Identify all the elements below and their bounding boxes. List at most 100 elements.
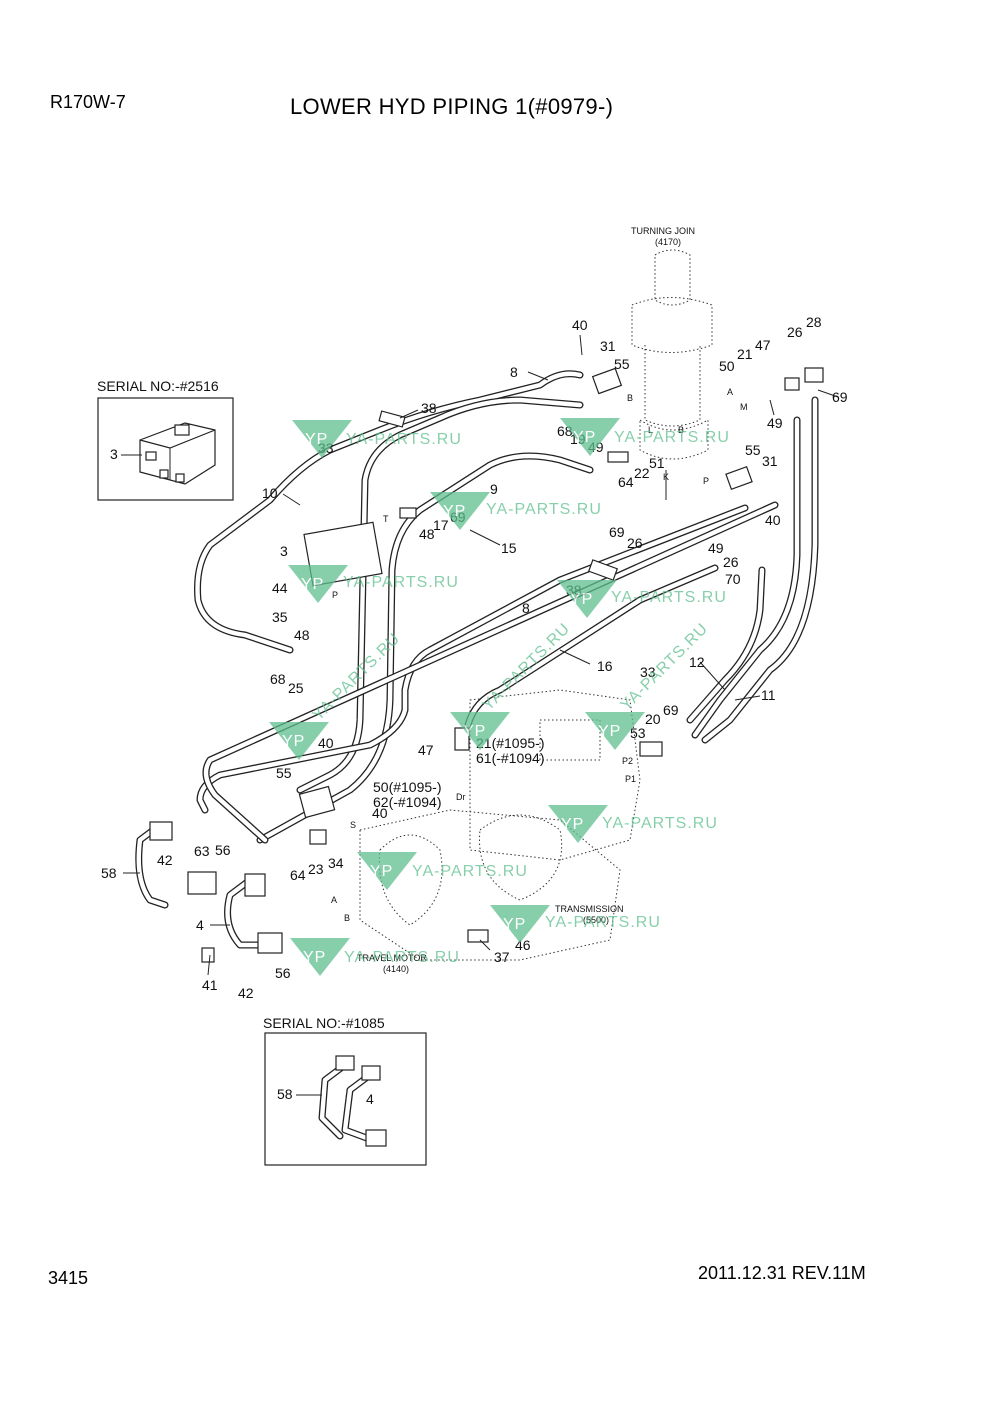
callout-label: 44: [272, 580, 288, 596]
svg-text:YP: YP: [570, 591, 593, 608]
callout-label: 50: [719, 358, 735, 374]
port-letter-p2: P2: [622, 756, 633, 766]
callout-label: 69: [832, 389, 848, 405]
svg-text:YP: YP: [598, 723, 621, 740]
callout-label: 56: [215, 842, 231, 858]
watermark-text: YA-PARTS.RU: [602, 815, 718, 832]
callout-label: 26: [723, 554, 739, 570]
svg-text:YP: YP: [305, 431, 328, 448]
callout-label: 53: [630, 725, 646, 741]
callout-label: 55: [614, 356, 630, 372]
callout-label: 23: [308, 861, 324, 877]
callout-label: 64: [618, 474, 634, 490]
callout-label: 40: [372, 805, 388, 821]
turning-joint-outline: TURNING JOIN (4170): [631, 226, 713, 460]
callout-label: 40: [572, 317, 588, 333]
port-letter-b: B: [627, 393, 633, 403]
callout-label: 69: [663, 702, 679, 718]
port-letter-t: T: [383, 514, 389, 524]
callout-label: 42: [157, 852, 173, 868]
svg-text:YP: YP: [301, 576, 324, 593]
svg-text:YP: YP: [503, 916, 526, 933]
callout-label: 8: [510, 364, 518, 380]
callout-label: 58: [101, 865, 117, 881]
callout-label: 12: [689, 654, 705, 670]
callout-label: 49: [708, 540, 724, 556]
watermark-logo-icon: YP: [560, 418, 620, 456]
transmission-travel-motor-outline: TRANSMISSION (5500) TRAVEL MOTOR (4140): [357, 689, 641, 974]
watermark-logo-icon: YP: [269, 722, 329, 760]
callout-label: 63: [194, 843, 210, 859]
callout-label: 47: [418, 742, 434, 758]
callout-label: 20: [645, 711, 661, 727]
serial-inset-bottom: SERIAL NO:-#1085 58 4: [263, 1015, 427, 1166]
travel-motor-code: (4140): [383, 964, 409, 974]
callout-label: 26: [627, 535, 643, 551]
watermark-text: YA-PARTS.RU: [614, 429, 730, 446]
callout-label: 69: [609, 524, 625, 540]
valve-block-icon: [139, 422, 216, 485]
callout-label: 15: [501, 540, 517, 556]
page-number: 3415: [48, 1268, 89, 1288]
callout-inset-top-3: 3: [110, 446, 118, 462]
callout-label: 42: [238, 985, 254, 1001]
serial-inset-top-label: SERIAL NO:-#2516: [97, 378, 219, 394]
pipe-lines: [135, 370, 819, 949]
watermark-logo-icon: YP: [557, 580, 617, 618]
callout-label: 48: [294, 627, 310, 643]
watermark-text: YA-PARTS.RU: [412, 863, 528, 880]
port-letter-a: A: [727, 387, 733, 397]
callout-label: 16: [597, 658, 613, 674]
port-letter-p1: P1: [625, 774, 636, 784]
watermark-logo-icon: YP: [290, 938, 350, 976]
callout-label: 17: [433, 517, 449, 533]
callout-label: 35: [272, 609, 288, 625]
callout-label: 21(#1095-): [476, 735, 545, 751]
port-letter-dr: Dr: [456, 792, 466, 802]
callout-label: 21: [737, 346, 753, 362]
callout-label: 48: [419, 526, 435, 542]
callout-label: 11: [761, 687, 776, 703]
watermark-text: YA-PARTS.RU: [486, 501, 602, 518]
callout-label: 33: [640, 664, 656, 680]
callout-label: 64: [290, 867, 306, 883]
callout-label: 55: [276, 765, 292, 781]
svg-text:YP: YP: [443, 503, 466, 520]
port-letter-k: K: [663, 472, 669, 482]
callout-label: 10: [262, 485, 278, 501]
transmission-name: TRANSMISSION: [555, 904, 624, 914]
watermark-text: YA-PARTS.RU: [344, 949, 460, 966]
port-letter-s: S: [350, 820, 356, 830]
svg-text:YP: YP: [573, 429, 596, 446]
serial-inset-bottom-label: SERIAL NO:-#1085: [263, 1015, 385, 1031]
watermark-logo-icon: YP: [450, 712, 510, 750]
watermark-logo-icon: YP: [288, 565, 348, 603]
port-letter-m: M: [740, 402, 748, 412]
callout-label: 40: [765, 512, 781, 528]
watermark-logo-icon: YP: [585, 712, 645, 750]
leader-lines: [123, 334, 839, 976]
callout-label: 56: [275, 965, 291, 981]
svg-text:YP: YP: [561, 816, 584, 833]
pipe-elbow-pair-icon: [318, 1055, 387, 1147]
watermarks: YP YA-PARTS.RU YP YA-PARTS.RU YP YA-PART…: [269, 418, 730, 976]
watermark-text: YA-PARTS.RU: [545, 914, 661, 931]
callout-label: 34: [328, 855, 344, 871]
svg-text:YP: YP: [303, 949, 326, 966]
callout-label: 51: [649, 455, 665, 471]
page-title: LOWER HYD PIPING 1(#0979-): [290, 94, 614, 119]
callout-label: 9: [490, 481, 498, 497]
watermark-text: YA-PARTS.RU: [343, 574, 459, 591]
callout-label: 41: [202, 977, 218, 993]
callout-numbers: 40 31 55 8 38 33 68 19 49 51 22 64 50 21…: [101, 314, 848, 1001]
serial-inset-top: SERIAL NO:-#2516 3: [97, 378, 234, 501]
port-letter-a-lower: A: [331, 895, 337, 905]
watermark-logo-icon: YP: [430, 492, 490, 530]
callout-label: 62(-#1094): [373, 794, 442, 810]
port-letter-l: L: [648, 425, 653, 435]
travel-motor-name: TRAVEL MOTOR: [357, 953, 427, 963]
svg-text:YP: YP: [370, 863, 393, 880]
callout-label: 31: [762, 453, 778, 469]
callout-inset-bottom-4: 4: [366, 1091, 374, 1107]
